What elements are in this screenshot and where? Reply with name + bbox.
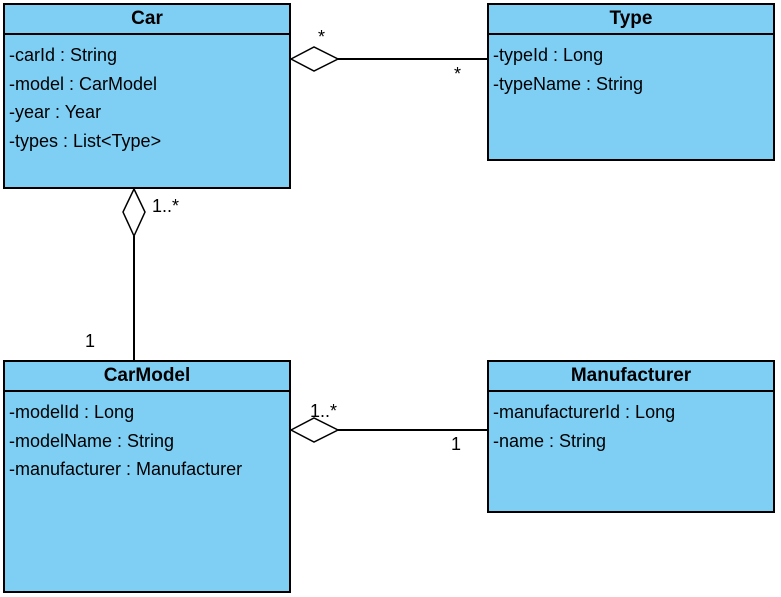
car-carmodel-target-multiplicity: 1 bbox=[85, 331, 96, 351]
class-carmodel-attribute: -modelName : String bbox=[9, 430, 175, 451]
class-car[interactable]: Car -carId : String -model : CarModel -y… bbox=[3, 3, 291, 189]
class-car-attribute: -types : List<Type> bbox=[9, 130, 162, 151]
class-manufacturer-attributes: -manufacturerId : Long -name : String bbox=[489, 392, 773, 455]
class-car-attribute: -model : CarModel bbox=[9, 73, 158, 94]
class-car-attribute: -carId : String bbox=[9, 45, 118, 65]
class-type[interactable]: Type -typeId : Long -typeName : String bbox=[487, 3, 775, 161]
class-manufacturer-attribute: -manufacturerId : Long bbox=[493, 402, 676, 422]
class-type-name: Type bbox=[489, 5, 773, 35]
class-carmodel-attribute: -manufacturer : Manufacturer bbox=[9, 459, 243, 479]
car-type-source-multiplicity: * bbox=[318, 27, 326, 47]
class-car-attributes: -carId : String -model : CarModel -year … bbox=[5, 35, 289, 155]
class-carmodel-attributes: -modelId : Long -modelName : String -man… bbox=[5, 392, 289, 484]
class-manufacturer-attribute: -name : String bbox=[493, 430, 607, 451]
carmodel-manufacturer-source-multiplicity: 1..* bbox=[310, 401, 338, 421]
class-type-attributes: -typeId : Long -typeName : String bbox=[489, 35, 773, 98]
class-type-attribute: -typeId : Long bbox=[493, 45, 604, 65]
class-car-name: Car bbox=[5, 5, 289, 35]
class-carmodel-name: CarModel bbox=[5, 362, 289, 392]
class-manufacturer[interactable]: Manufacturer -manufacturerId : Long -nam… bbox=[487, 360, 775, 513]
carmodel-manufacturer-aggregation-diamond bbox=[289, 417, 340, 443]
class-manufacturer-name: Manufacturer bbox=[489, 362, 773, 392]
class-type-attribute: -typeName : String bbox=[493, 73, 644, 94]
class-car-attribute: -year : Year bbox=[9, 102, 102, 122]
carmodel-manufacturer-target-multiplicity: 1 bbox=[451, 434, 462, 454]
car-carmodel-aggregation-diamond bbox=[122, 187, 146, 238]
class-carmodel-attribute: -modelId : Long bbox=[9, 402, 135, 422]
car-type-aggregation-diamond bbox=[289, 46, 340, 72]
class-carmodel[interactable]: CarModel -modelId : Long -modelName : St… bbox=[3, 360, 291, 593]
car-carmodel-source-multiplicity: 1..* bbox=[152, 196, 180, 216]
car-type-target-multiplicity: * bbox=[454, 64, 462, 84]
